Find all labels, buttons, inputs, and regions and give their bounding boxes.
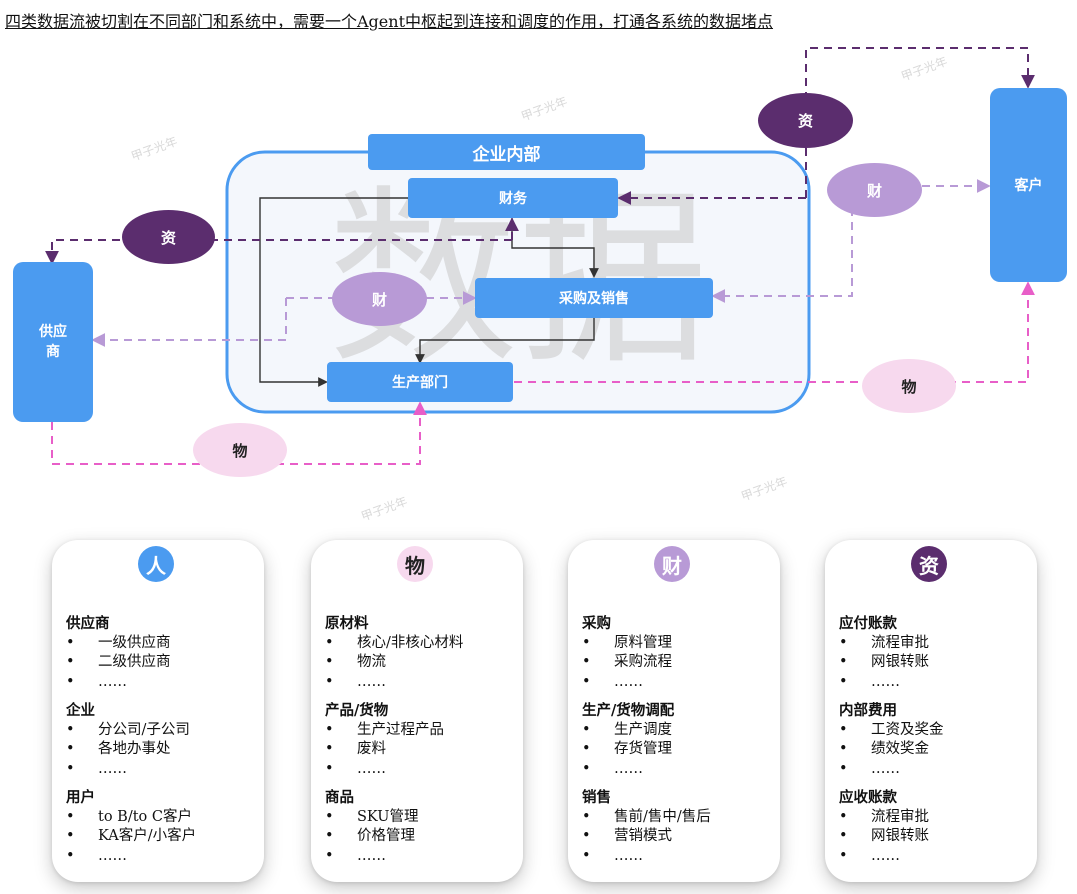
list-item: …… <box>66 760 262 780</box>
section-title: 商品 <box>325 789 354 806</box>
list-item: 废料 <box>325 740 521 760</box>
purchase-sales-box: 采购及销售 <box>475 278 713 318</box>
section-title: 用户 <box>66 789 95 806</box>
list-item: 存货管理 <box>582 740 778 760</box>
section-title: 采购 <box>582 615 611 632</box>
list-item: 采购流程 <box>582 653 778 673</box>
flow-zi-top: 资 <box>758 93 853 148</box>
list-item: 原料管理 <box>582 634 778 654</box>
list-item: 分公司/子公司 <box>66 721 262 741</box>
list-item: SKU管理 <box>325 808 521 828</box>
supplier-box: 供应商 <box>13 262 93 422</box>
list-item: 生产过程产品 <box>325 721 521 741</box>
list-item: 流程审批 <box>839 808 1035 828</box>
badge-ren: 人 <box>138 546 174 582</box>
list-item: 核心/非核心材料 <box>325 634 521 654</box>
badge-zi: 资 <box>911 546 947 582</box>
list-item: …… <box>66 673 262 693</box>
supplier-label: 供应商 <box>39 324 67 360</box>
section-title: 应收账款 <box>839 789 897 806</box>
section-title: 企业 <box>66 702 95 719</box>
production-box: 生产部门 <box>327 362 513 402</box>
card-cai: 财 采购 原料管理 采购流程 …… 生产/货物调配 生产调度 存货管理 …… 销… <box>568 540 780 882</box>
list-item: 二级供应商 <box>66 653 262 673</box>
section-title: 产品/货物 <box>325 702 389 719</box>
list-item: …… <box>839 760 1035 780</box>
list-item: 价格管理 <box>325 827 521 847</box>
list-item: 售前/售中/售后 <box>582 808 778 828</box>
list-item: 各地办事处 <box>66 740 262 760</box>
section-title: 内部费用 <box>839 702 897 719</box>
list-item: …… <box>582 673 778 693</box>
card-ren: 人 供应商 一级供应商 二级供应商 …… 企业 分公司/子公司 各地办事处 ……… <box>52 540 264 882</box>
flow-cai-left: 财 <box>332 272 427 326</box>
section-title: 销售 <box>582 789 611 806</box>
list-item: 物流 <box>325 653 521 673</box>
section-title: 供应商 <box>66 615 110 632</box>
customer-box: 客户 <box>990 88 1067 282</box>
badge-cai: 财 <box>654 546 690 582</box>
section-title: 应付账款 <box>839 615 897 632</box>
card-zi: 资 应付账款 流程审批 网银转账 …… 内部费用 工资及奖金 绩效奖金 …… 应… <box>825 540 1037 882</box>
flow-wu-right: 物 <box>862 359 956 413</box>
list-item: 生产调度 <box>582 721 778 741</box>
list-item: to B/to C客户 <box>66 808 262 828</box>
badge-wu: 物 <box>397 546 433 582</box>
enterprise-label: 企业内部 <box>368 134 645 170</box>
flow-wu-bottom: 物 <box>193 423 287 477</box>
flow-cai-right: 财 <box>827 163 922 217</box>
list-item: 网银转账 <box>839 653 1035 673</box>
list-item: …… <box>839 847 1035 867</box>
list-item: …… <box>839 673 1035 693</box>
list-item: 营销模式 <box>582 827 778 847</box>
page-title: 四类数据流被切割在不同部门和系统中，需要一个Agent中枢起到连接和调度的作用，… <box>5 12 774 31</box>
list-item: 绩效奖金 <box>839 740 1035 760</box>
list-item: 一级供应商 <box>66 634 262 654</box>
list-item: 网银转账 <box>839 827 1035 847</box>
list-item: …… <box>582 760 778 780</box>
list-item: …… <box>325 847 521 867</box>
section-title: 原材料 <box>325 615 369 632</box>
list-item: KA客户/小客户 <box>66 827 262 847</box>
list-item: …… <box>582 847 778 867</box>
list-item: …… <box>66 847 262 867</box>
list-item: …… <box>325 760 521 780</box>
finance-box: 财务 <box>408 178 618 218</box>
list-item: 工资及奖金 <box>839 721 1035 741</box>
card-wu: 物 原材料 核心/非核心材料 物流 …… 产品/货物 生产过程产品 废料 …… … <box>311 540 523 882</box>
flow-zi-left: 资 <box>122 210 215 264</box>
list-item: 流程审批 <box>839 634 1035 654</box>
list-item: …… <box>325 673 521 693</box>
section-title: 生产/货物调配 <box>582 702 675 719</box>
